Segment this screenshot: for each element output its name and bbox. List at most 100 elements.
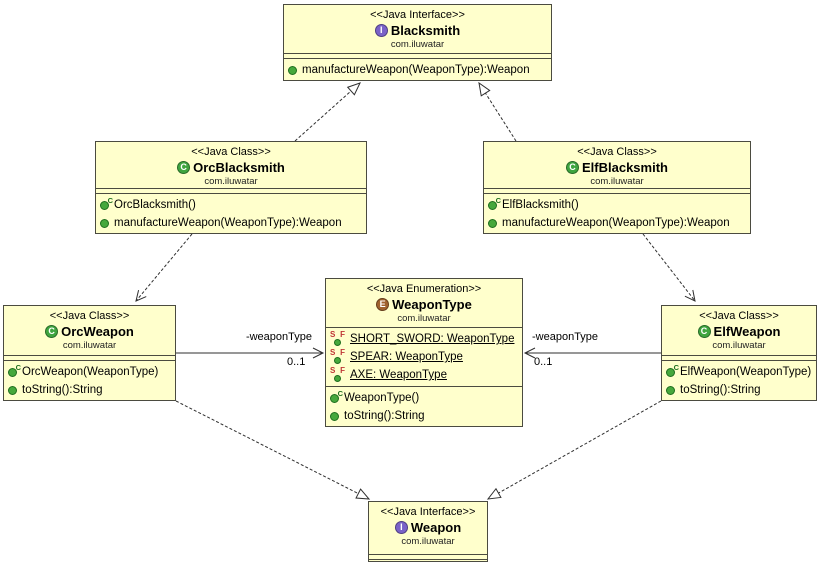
class-title: <<Java Class>> C OrcWeapon com.iluwatar (4, 306, 175, 355)
methods-compartment: C ElfBlacksmith() manufactureWeapon(Weap… (484, 193, 750, 233)
method-label: manufactureWeapon(WeaponType):Weapon (114, 217, 342, 229)
methods-compartment: C OrcBlacksmith() manufactureWeapon(Weap… (96, 193, 366, 233)
class-box-weapon[interactable]: <<Java Interface>> I Weapon com.iluwatar (368, 501, 488, 562)
class-title: <<Java Interface>> I Weapon com.iluwatar (369, 502, 487, 554)
class-name: OrcWeapon (61, 324, 134, 339)
class-box-blacksmith[interactable]: <<Java Interface>> I Blacksmith com.iluw… (283, 4, 552, 81)
method-label: manufactureWeapon(WeaponType):Weapon (502, 217, 730, 229)
package-name: com.iluwatar (62, 340, 117, 351)
stereotype-label: <<Java Interface>> (380, 506, 476, 518)
package-name: com.iluwatar (401, 536, 455, 547)
method-label: OrcWeapon(WeaponType) (22, 366, 159, 378)
constructor-method-icon: C (666, 363, 679, 377)
method-row[interactable]: toString():String (326, 407, 522, 425)
method-label: ElfWeapon(WeaponType) (680, 366, 812, 378)
public-method-icon (8, 385, 17, 395)
class-box-orc-blacksmith[interactable]: <<Java Class>> C OrcBlacksmith com.iluwa… (95, 141, 367, 234)
interface-icon: I (374, 24, 388, 37)
stereotype-label: <<Java Class>> (191, 146, 271, 158)
class-name: Blacksmith (390, 23, 461, 38)
class-title: <<Java Enumeration>> E WeaponType com.il… (326, 279, 522, 327)
class-title: <<Java Class>> C ElfBlacksmith com.iluwa… (484, 142, 750, 188)
class-icon: C (45, 325, 59, 338)
fields-compartment-empty (662, 355, 816, 360)
method-label: WeaponType() (344, 392, 420, 404)
methods-compartment: C ElfWeapon(WeaponType) toString():Strin… (662, 360, 816, 400)
class-box-orc-weapon[interactable]: <<Java Class>> C OrcWeapon com.iluwatar … (3, 305, 176, 401)
class-name: Weapon (410, 520, 462, 535)
stereotype-label: <<Java Interface>> (370, 9, 465, 21)
methods-compartment: manufactureWeapon(WeaponType):Weapon (284, 58, 551, 80)
fields-compartment-empty (369, 554, 487, 559)
methods-compartment: C OrcWeapon(WeaponType) toString():Strin… (4, 360, 175, 400)
constructor-row[interactable]: C OrcWeapon(WeaponType) (4, 363, 175, 381)
public-method-icon (666, 385, 675, 395)
methods-compartment-empty (369, 559, 487, 561)
method-row[interactable]: manufactureWeapon(WeaponType):Weapon (284, 61, 551, 79)
package-name: com.iluwatar (712, 340, 766, 351)
constructor-row[interactable]: C ElfWeapon(WeaponType) (662, 363, 816, 381)
method-row[interactable]: manufactureWeapon(WeaponType):Weapon (484, 214, 750, 232)
method-label: ElfBlacksmith() (502, 199, 579, 211)
package-name: com.iluwatar (397, 313, 451, 324)
interface-icon: I (394, 521, 408, 534)
constructor-method-icon: C (100, 196, 113, 210)
constructor-method-icon: C (488, 196, 501, 210)
public-method-icon (100, 218, 109, 228)
package-name: com.iluwatar (390, 39, 445, 50)
fields-compartment-empty (96, 188, 366, 193)
method-row[interactable]: toString():String (4, 381, 175, 399)
class-icon: C (697, 325, 711, 338)
stereotype-label: <<Java Class>> (699, 310, 779, 322)
class-title: <<Java Class>> C OrcBlacksmith com.iluwa… (96, 142, 366, 188)
public-method-icon (488, 218, 497, 228)
class-box-elf-weapon[interactable]: <<Java Class>> C ElfWeapon com.iluwatar … (661, 305, 817, 401)
class-name: OrcBlacksmith (193, 160, 285, 175)
method-label: toString():String (680, 384, 761, 396)
method-label: toString():String (344, 410, 425, 422)
class-name: WeaponType (392, 297, 472, 312)
package-name: com.iluwatar (590, 176, 644, 187)
class-icon: C (177, 161, 191, 174)
method-row[interactable]: manufactureWeapon(WeaponType):Weapon (96, 214, 366, 232)
method-label: toString():String (22, 384, 103, 396)
constructor-row[interactable]: C OrcBlacksmith() (96, 196, 366, 214)
class-title: <<Java Class>> C ElfWeapon com.iluwatar (662, 306, 816, 355)
field-label: SPEAR: WeaponType (350, 351, 463, 363)
public-method-icon (330, 411, 339, 421)
association-role-label-left: -weaponType (245, 331, 312, 343)
class-box-weapon-type[interactable]: <<Java Enumeration>> E WeaponType com.il… (325, 278, 523, 427)
public-method-icon (288, 65, 297, 75)
method-label: manufactureWeapon(WeaponType):Weapon (302, 64, 530, 76)
association-multiplicity-left: 0..1 (287, 356, 306, 368)
fields-compartment-empty (484, 188, 750, 193)
package-name: com.iluwatar (204, 176, 258, 187)
constructor-method-icon: C (8, 363, 21, 377)
stereotype-label: <<Java Enumeration>> (366, 283, 482, 295)
stereotype-label: <<Java Class>> (49, 310, 130, 322)
methods-compartment: C WeaponType() toString():String (326, 386, 522, 426)
association-role-label-right: -weaponType (532, 331, 599, 343)
class-title: <<Java Interface>> I Blacksmith com.iluw… (284, 5, 551, 53)
constructor-row[interactable]: C ElfBlacksmith() (484, 196, 750, 214)
enum-icon: E (376, 298, 390, 311)
field-label: SHORT_SWORD: WeaponType (350, 333, 515, 345)
class-box-elf-blacksmith[interactable]: <<Java Class>> C ElfBlacksmith com.iluwa… (483, 141, 751, 234)
field-label: AXE: WeaponType (350, 369, 447, 381)
constructor-row[interactable]: C WeaponType() (326, 389, 522, 407)
fields-compartment-empty (284, 53, 551, 58)
class-icon: C (566, 161, 579, 174)
class-name: ElfBlacksmith (582, 160, 668, 175)
fields-compartment-empty (4, 355, 175, 360)
constructor-method-icon: C (330, 389, 343, 403)
method-row[interactable]: toString():String (662, 381, 816, 399)
stereotype-label: <<Java Class>> (577, 146, 657, 158)
class-name: ElfWeapon (713, 324, 781, 339)
